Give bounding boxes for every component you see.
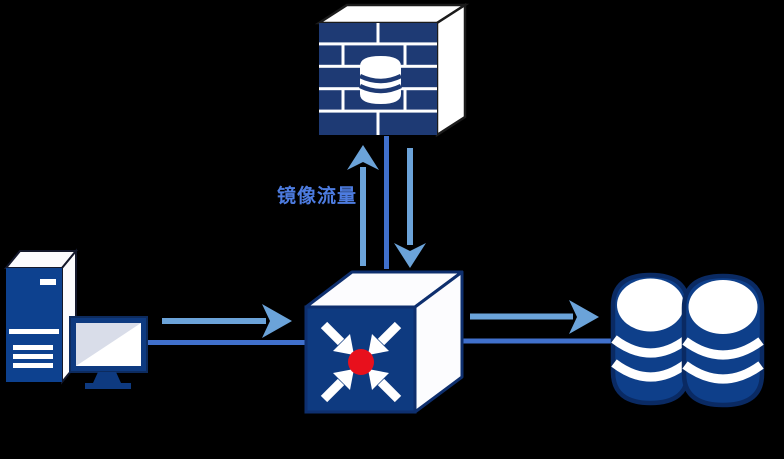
firewall-to-switch-down-arrow-icon <box>394 148 426 268</box>
mirror-traffic-label: 镜像流量 <box>277 185 358 207</box>
firewall-database-icon <box>359 56 402 104</box>
firewall-icon <box>314 2 470 138</box>
switch-icon <box>304 270 464 414</box>
switch-red-dot <box>348 349 374 375</box>
switch-node <box>304 270 464 414</box>
computer-icon <box>3 248 148 389</box>
mirror-traffic-up-arrow-icon <box>347 145 379 266</box>
database-cylinder-back-icon <box>610 272 691 406</box>
flow-links <box>145 136 614 345</box>
firewall-node <box>314 2 470 138</box>
database-cylinder-front-icon <box>681 273 765 408</box>
database-node <box>610 272 765 408</box>
pc-to-switch-arrow-icon <box>162 304 292 338</box>
computer-node <box>3 248 148 389</box>
switch-to-database-arrow-icon <box>470 300 599 334</box>
